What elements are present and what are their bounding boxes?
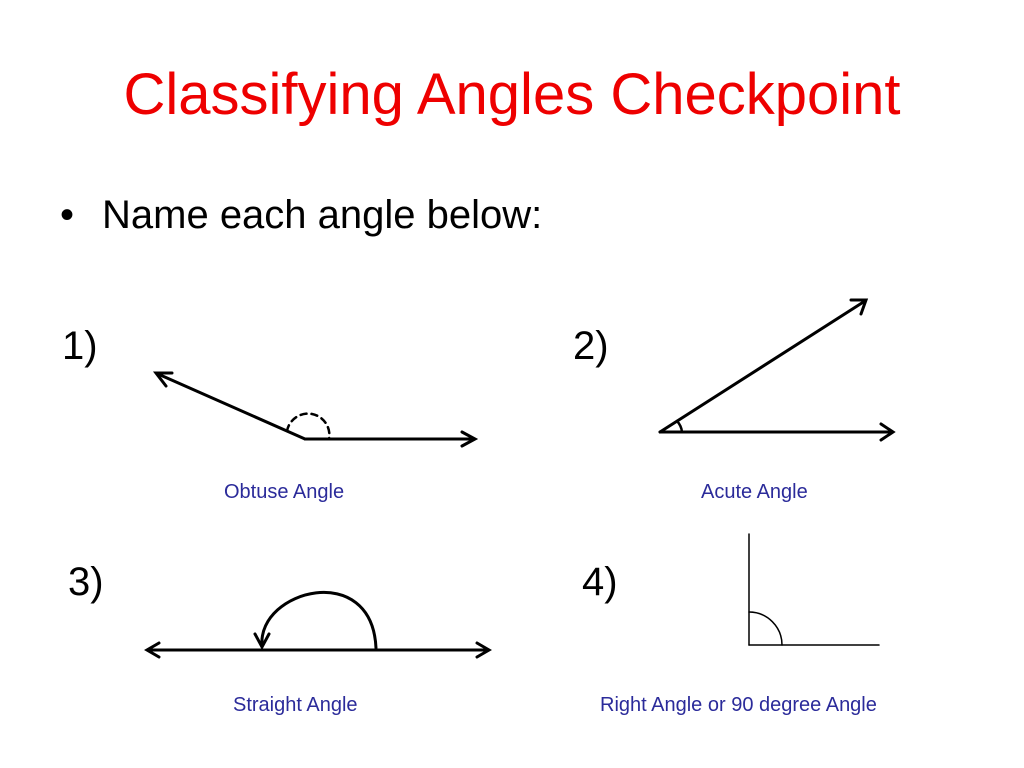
problem-3-caption: Straight Angle xyxy=(233,694,358,716)
bullet-symbol: • xyxy=(60,193,75,237)
obtuse-ray-left xyxy=(156,372,307,441)
problem-1-caption: Obtuse Angle xyxy=(224,481,345,503)
right-angle-arc xyxy=(748,611,783,646)
acute-ray-upper xyxy=(658,299,867,434)
acute-angle-arc xyxy=(675,419,684,434)
straight-arc-arrowhead xyxy=(253,632,271,651)
obtuse-angle-arc xyxy=(285,412,331,441)
problem-4-caption: Right Angle or 90 degree Angle xyxy=(600,694,877,716)
problem-3-number: 3) xyxy=(68,560,104,604)
obtuse-angle-figure xyxy=(152,371,479,448)
problem-2-caption: Acute Angle xyxy=(701,481,808,503)
instruction-text: Name each angle below: xyxy=(102,193,543,237)
acute-arrowhead-lower xyxy=(879,422,896,442)
straight-arrowhead-left xyxy=(144,641,161,659)
slide-title: Classifying Angles Checkpoint xyxy=(123,62,901,127)
acute-angle-figure xyxy=(658,298,896,442)
instruction-bullet: • Name each angle below: xyxy=(60,190,542,240)
right-angle-figure xyxy=(748,533,880,646)
problem-2-number: 2) xyxy=(573,324,609,368)
acute-arrowhead-upper xyxy=(849,298,869,316)
obtuse-arrowhead-left xyxy=(152,371,174,388)
obtuse-arrowhead-right xyxy=(460,430,479,448)
problem-1-number: 1) xyxy=(62,324,98,368)
straight-arrowhead-right xyxy=(475,641,492,659)
problem-4-number: 4) xyxy=(582,560,618,604)
straight-angle-arc xyxy=(260,590,378,650)
straight-angle-figure xyxy=(144,590,492,659)
